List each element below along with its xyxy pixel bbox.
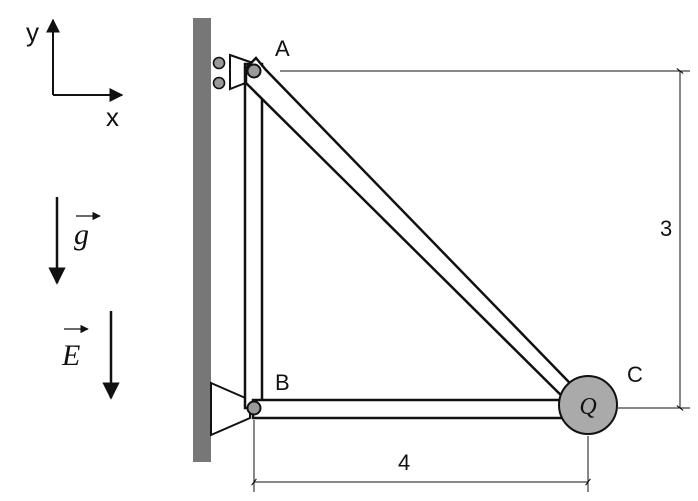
node-a-label: A	[275, 36, 290, 61]
member-ac	[244, 56, 598, 422]
charge-label: Q	[579, 394, 596, 420]
vertical-dimension-label: 3	[660, 216, 672, 241]
charge-ball	[558, 375, 618, 435]
electric-field-vector: E	[61, 311, 120, 400]
charge-q: Q	[558, 375, 618, 435]
node-b-label: B	[275, 370, 290, 395]
gravity-label: g	[74, 218, 89, 251]
support-b	[210, 381, 251, 437]
roller-wheel-top	[212, 56, 226, 70]
node-c-label: C	[627, 362, 643, 387]
truss-members	[243, 56, 598, 422]
field-label: E	[61, 339, 80, 372]
dimension-horizontal	[251, 420, 591, 492]
roller-wheel-bottom	[212, 76, 226, 90]
horizontal-dimension-label: 4	[398, 450, 410, 475]
member-ab	[243, 62, 264, 410]
member-bc	[251, 398, 590, 420]
wall	[193, 18, 211, 462]
pin-a	[246, 63, 262, 79]
dimension-vertical	[280, 68, 690, 411]
gravity-vector: g	[48, 197, 101, 285]
x-axis-label: x	[106, 102, 119, 132]
coordinate-axes: y x	[26, 17, 124, 132]
pin-bracket	[210, 381, 251, 437]
pin-b	[246, 400, 262, 416]
y-axis-label: y	[26, 17, 39, 47]
